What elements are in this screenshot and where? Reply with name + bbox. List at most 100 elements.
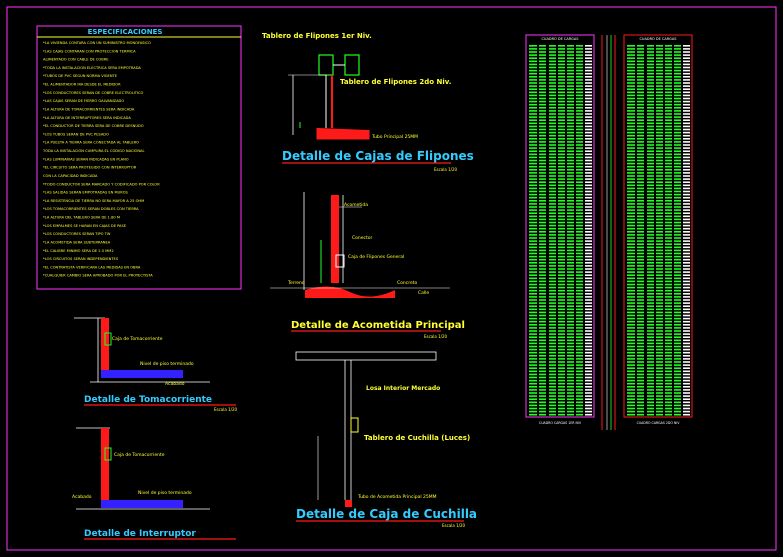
table-cell-mark [637, 243, 644, 245]
table-cell-mark [558, 196, 565, 199]
table-cell-mark [529, 122, 537, 125]
table-cell-mark [665, 150, 672, 152]
table-cell-mark [558, 116, 565, 118]
table-cell-mark [529, 184, 537, 187]
table-cell-mark [567, 302, 574, 304]
table-cell-mark [567, 262, 574, 264]
table-cell-mark [647, 308, 654, 311]
table-cell-mark [529, 76, 537, 78]
table-cell-mark [585, 162, 592, 165]
cuchilla-scale: Escala 1/20 [442, 523, 466, 528]
table-cell-mark [627, 169, 635, 171]
table-cell-mark [576, 376, 583, 379]
table-cell-mark [549, 262, 556, 264]
table-cell-mark [576, 88, 583, 90]
table-cell-mark [674, 227, 681, 230]
table-cell-mark [539, 283, 546, 286]
table-cell-mark [683, 299, 690, 301]
table-cell-mark [576, 150, 583, 152]
table-cell-mark [656, 355, 663, 357]
table-cell-mark [627, 110, 635, 112]
table-cell-mark [549, 107, 556, 109]
table-cell-mark [585, 94, 592, 97]
table-cell-mark [647, 159, 654, 162]
table-cell-mark [683, 367, 690, 369]
table-cell-mark [647, 224, 654, 227]
table-cell-mark [627, 100, 635, 103]
table-cell-mark [539, 97, 546, 100]
table-cell-mark [637, 79, 644, 81]
table-cell-mark [647, 342, 654, 345]
table-cell-mark [576, 324, 583, 326]
table-cell-mark [647, 277, 654, 280]
table-cell-mark [558, 351, 565, 354]
table-cell-mark [637, 339, 644, 342]
table-cell-mark [637, 54, 644, 56]
table-cell-mark [558, 88, 565, 90]
table-cell-mark [529, 94, 537, 97]
table-cell-mark [683, 60, 690, 63]
table-cell-mark [674, 358, 681, 360]
table-cell-mark [637, 206, 644, 208]
table-cell-mark [549, 339, 556, 342]
table-cell-mark [627, 122, 635, 125]
table-cell-mark [627, 48, 635, 50]
table-cell-mark [683, 172, 690, 174]
table-cell-mark [656, 66, 663, 69]
table-cell-mark [674, 122, 681, 125]
table-cell-mark [647, 407, 654, 410]
table-cell-mark [539, 330, 546, 332]
table-cell-mark [585, 348, 592, 351]
table-cell-mark [627, 138, 635, 140]
table-cell-mark [558, 181, 565, 183]
table-cell-mark [637, 227, 644, 230]
table-cell-mark [674, 361, 681, 363]
table-cell-mark [529, 265, 537, 267]
table-cell-mark [656, 336, 663, 338]
flipones-box-1 [318, 54, 334, 76]
table-cell-mark [576, 184, 583, 187]
table-cell-mark [674, 395, 681, 397]
table-cell-mark [567, 367, 574, 369]
table-cell-mark [656, 376, 663, 379]
table-cell-mark [549, 342, 556, 345]
table-cell-mark [647, 215, 654, 218]
table-cell-mark [637, 138, 644, 140]
table-cell-mark [529, 119, 537, 121]
table-cell-mark [674, 125, 681, 128]
table-cell-mark [539, 172, 546, 174]
table-cell-mark [656, 209, 663, 211]
table-cell-mark [637, 286, 644, 289]
table-cell-mark [585, 327, 592, 329]
cuchilla-label-tablero: Tablero de Cuchilla (Luces) [364, 434, 470, 442]
table-cell-mark [529, 280, 537, 283]
specification-line: *LA RESISTENCIA DE TIERRA NO SERA MAYOR … [43, 199, 144, 203]
table-cell-mark [683, 125, 690, 128]
table-cell-mark [549, 240, 556, 242]
table-cell-mark [567, 200, 574, 202]
table-cell-mark [637, 88, 644, 90]
table-cell-mark [549, 398, 556, 400]
table-cell-mark [665, 404, 672, 407]
table-cell-mark [637, 308, 644, 311]
table-cell-mark [558, 178, 565, 180]
table-cell-mark [647, 271, 654, 273]
table-cell-mark [656, 258, 663, 261]
table-cell-mark [637, 240, 644, 242]
table-cell-mark [637, 395, 644, 397]
table-cell-mark [627, 246, 635, 249]
table-cell-mark [674, 262, 681, 264]
table-cell-mark [529, 262, 537, 264]
table-cell-mark [529, 187, 537, 190]
acometida-ground-concrete [305, 286, 395, 298]
table-cell-mark [683, 181, 690, 183]
table-cell-mark [576, 181, 583, 183]
table-cell-mark [683, 165, 690, 168]
table-cell-mark [558, 376, 565, 379]
table-cell-mark [585, 212, 592, 214]
table-cell-mark [674, 113, 681, 115]
table-cell-mark [576, 413, 583, 416]
table-cell-mark [585, 358, 592, 360]
table-cell-mark [549, 85, 556, 87]
table-cell-mark [529, 156, 537, 159]
